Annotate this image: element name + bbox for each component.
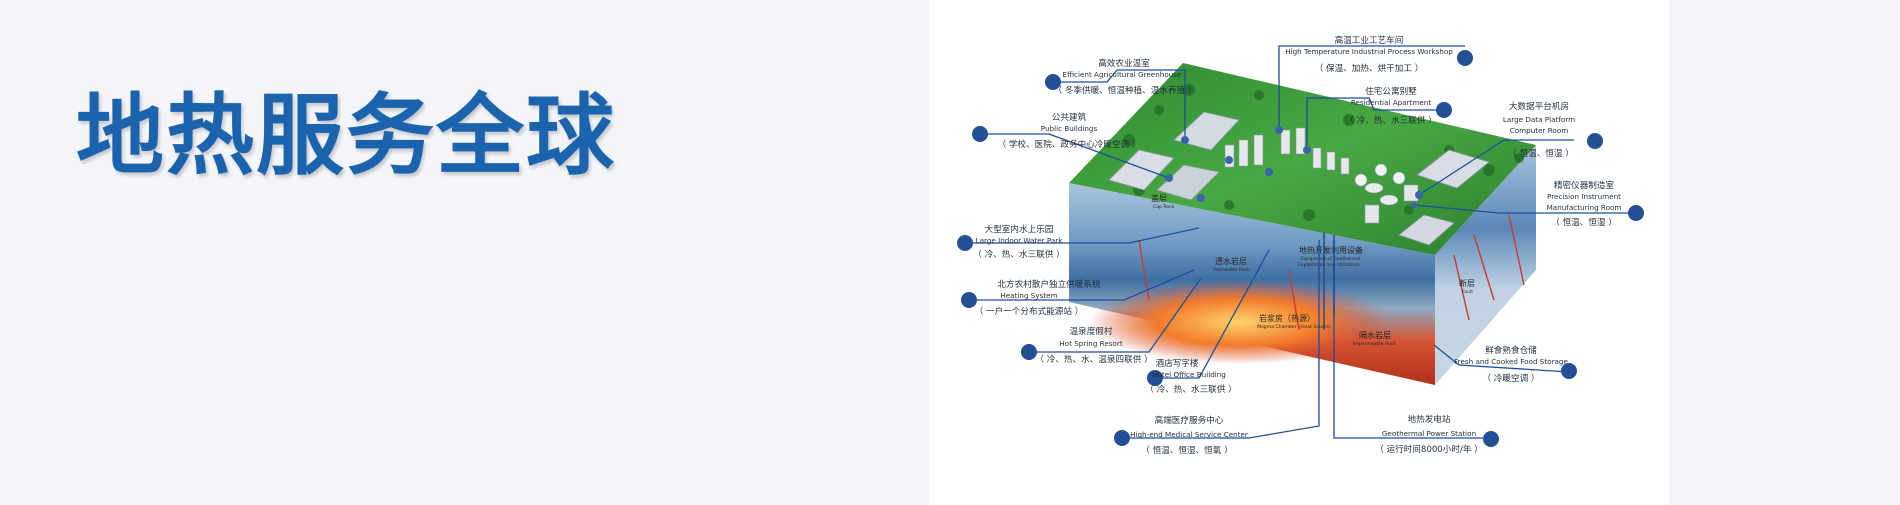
svg-text:Cap Rock: Cap Rock bbox=[1153, 204, 1175, 210]
svg-text:高效农业温室: 高效农业温室 bbox=[1098, 57, 1150, 69]
swim-icon bbox=[957, 235, 973, 251]
svg-text:（ 恒温、恒湿 ）: （ 恒温、恒湿 ） bbox=[1508, 147, 1574, 159]
svg-text:温泉度假村: 温泉度假村 bbox=[1070, 325, 1113, 337]
svg-text:Permeable Rock: Permeable Rock bbox=[1213, 267, 1250, 273]
svg-text:（ 一户一个分布式能源站 ）: （ 一户一个分布式能源站 ） bbox=[975, 305, 1084, 317]
fault-lines bbox=[1138, 214, 1525, 331]
svg-text:Exploitation and Utilization: Exploitation and Utilization bbox=[1298, 262, 1360, 268]
building-icon bbox=[972, 126, 988, 142]
svg-text:Impermeable Rock: Impermeable Rock bbox=[1353, 341, 1396, 347]
hospital-icon bbox=[1114, 430, 1130, 446]
svg-text:隔水岩层: 隔水岩层 bbox=[1359, 330, 1391, 340]
svg-text:（ 冷、热、水、温泉四联供 ）: （ 冷、热、水、温泉四联供 ） bbox=[1035, 353, 1152, 365]
svg-text:Magma Chamber（Heat Source）: Magma Chamber（Heat Source） bbox=[1257, 324, 1334, 330]
layer-cap-rock: 盖层 Cap Rock bbox=[1151, 193, 1175, 210]
svg-text:（ 冬季供暖、恒温种植、温水养殖 ）: （ 冬季供暖、恒温种植、温水养殖 ） bbox=[1054, 84, 1197, 96]
svg-text:Efficient Agricultural Greenho: Efficient Agricultural Greenhouse bbox=[1063, 70, 1182, 79]
callout-greenhouse: 高效农业温室 Efficient Agricultural Greenhouse… bbox=[1045, 57, 1196, 140]
leaf-icon bbox=[1045, 74, 1061, 90]
ground-block-right-face bbox=[1435, 145, 1536, 385]
callout-water-park: 大型室内水上乐园 Large Indoor Water Park （ 冷、热、水… bbox=[957, 223, 1200, 260]
svg-text:Large Data Platform: Large Data Platform bbox=[1503, 115, 1575, 124]
svg-text:Geothermal Power Station: Geothermal Power Station bbox=[1382, 429, 1476, 438]
callout-public-buildings: 公共建筑 Public Buildings （ 学校、医院、政务中心冷暖空调 ） bbox=[972, 111, 1170, 179]
callout-residential: 住宅公寓别墅 Residential Apartment （ 冷、热、水三联供 … bbox=[1306, 85, 1452, 150]
svg-text:鲜食熟食仓储: 鲜食熟食仓储 bbox=[1485, 344, 1537, 356]
svg-text:地热发电站: 地热发电站 bbox=[1408, 413, 1451, 425]
svg-text:高端医疗服务中心: 高端医疗服务中心 bbox=[1155, 414, 1224, 426]
svg-text:High-end Medical Service Cente: High-end Medical Service Center bbox=[1130, 430, 1248, 439]
svg-text:精密仪器制造室: 精密仪器制造室 bbox=[1554, 179, 1615, 191]
ground-block-top-face bbox=[1069, 63, 1536, 255]
svg-text:大型室内水上乐园: 大型室内水上乐园 bbox=[985, 223, 1054, 235]
svg-text:高温工业工艺车间: 高温工业工艺车间 bbox=[1335, 34, 1404, 46]
svg-text:大数据平台机房: 大数据平台机房 bbox=[1509, 100, 1569, 112]
svg-text:Residential Apartment: Residential Apartment bbox=[1351, 98, 1432, 107]
svg-text:（ 保温、加热、烘干加工 ）: （ 保温、加热、烘干加工 ） bbox=[1315, 62, 1424, 74]
magma-chamber bbox=[1089, 280, 1389, 364]
svg-text:岩浆房（热源）: 岩浆房（热源） bbox=[1259, 313, 1315, 323]
geothermal-diagram-panel: 盖层 Cap Rock 透水岩层 Permeable Rock 地热开发利用设备… bbox=[929, 0, 1669, 505]
svg-text:Manufacturing Room: Manufacturing Room bbox=[1547, 203, 1622, 212]
callout-hot-spring-resort: 温泉度假村 Hot Spring Resort （ 冷、热、水、温泉四联供 ） bbox=[1021, 277, 1202, 365]
svg-text:住宅公寓别墅: 住宅公寓别墅 bbox=[1365, 85, 1417, 97]
svg-text:Hot Spring Resort: Hot Spring Resort bbox=[1059, 339, 1123, 348]
svg-text:酒店写字楼: 酒店写字楼 bbox=[1156, 357, 1199, 369]
server-icon bbox=[1587, 133, 1603, 149]
office-icon bbox=[1147, 370, 1163, 386]
svg-text:Heating System: Heating System bbox=[1000, 291, 1057, 300]
svg-text:Equipment of Geothermal: Equipment of Geothermal bbox=[1301, 256, 1360, 262]
svg-text:（ 恒温、恒湿 ）: （ 恒温、恒湿 ） bbox=[1551, 216, 1617, 228]
callout-heating-system: 北方农村散户独立供暖系统 Heating System （ 一户一个分布式能源站… bbox=[961, 269, 1195, 317]
svg-text:High Temperature Industrial Pr: High Temperature Industrial Process Work… bbox=[1285, 47, 1453, 56]
svg-text:盖层: 盖层 bbox=[1151, 193, 1167, 203]
layer-permeable-rock: 透水岩层 Permeable Rock bbox=[1213, 256, 1250, 273]
svg-text:Public Buildings: Public Buildings bbox=[1041, 124, 1098, 133]
svg-text:断层: 断层 bbox=[1459, 278, 1475, 288]
home-icon bbox=[1436, 102, 1452, 118]
callout-precision-instrument: 精密仪器制造室 Precision Instrument Manufacturi… bbox=[1413, 179, 1644, 228]
svg-text:（ 运行时间8000小时/年 ）: （ 运行时间8000小时/年 ） bbox=[1375, 443, 1483, 455]
svg-text:Fault: Fault bbox=[1462, 289, 1473, 295]
callout-medical-center: 高端医疗服务中心 High-end Medical Service Center… bbox=[1114, 240, 1320, 456]
callout-hotel-office: 酒店写字楼 Hotel Office Building （ 冷、热、水三联供 ） bbox=[1145, 249, 1270, 395]
layer-equipment: 地热开发利用设备 Equipment of Geothermal Exploit… bbox=[1298, 245, 1363, 268]
house-icon bbox=[961, 292, 977, 308]
connection-dots bbox=[1165, 126, 1423, 208]
svg-text:Large Indoor Water Park: Large Indoor Water Park bbox=[976, 236, 1064, 245]
geothermal-diagram: 盖层 Cap Rock 透水岩层 Permeable Rock 地热开发利用设备… bbox=[957, 34, 1644, 456]
svg-text:（ 冷、热、水三联供 ）: （ 冷、热、水三联供 ） bbox=[1145, 383, 1236, 395]
power-plant-icon bbox=[1483, 431, 1499, 447]
callout-data-platform: 大数据平台机房 Large Data Platform Computer Roo… bbox=[1418, 100, 1603, 196]
svg-text:地热开发利用设备: 地热开发利用设备 bbox=[1299, 245, 1363, 255]
svg-text:Hotel Office Building: Hotel Office Building bbox=[1152, 370, 1226, 379]
beach-umbrella-icon bbox=[1021, 344, 1037, 360]
callout-food-storage: 鲜食熟食仓储 Fresh and Cooked Food Storage （ 冷… bbox=[1433, 344, 1577, 384]
svg-text:Fresh and Cooked Food Storage: Fresh and Cooked Food Storage bbox=[1454, 357, 1568, 366]
layer-fault: 断层 Fault bbox=[1459, 278, 1475, 295]
factory-icon bbox=[1457, 50, 1473, 66]
svg-text:公共建筑: 公共建筑 bbox=[1052, 111, 1087, 123]
svg-text:透水岩层: 透水岩层 bbox=[1215, 256, 1247, 266]
callout-power-station: 地热发电站 Geothermal Power Station （ 运行时间800… bbox=[1333, 240, 1499, 455]
warehouse-icon bbox=[1561, 363, 1577, 379]
svg-text:（ 冷、热、水三联供 ）: （ 冷、热、水三联供 ） bbox=[973, 248, 1064, 260]
layer-impermeable-rock: 隔水岩层 Impermeable Rock bbox=[1353, 330, 1396, 347]
page-title: 地热服务全球 bbox=[76, 84, 617, 187]
svg-text:Precision Instrument: Precision Instrument bbox=[1547, 192, 1621, 201]
svg-text:（ 学校、医院、政务中心冷暖空调 ）: （ 学校、医院、政务中心冷暖空调 ） bbox=[998, 138, 1141, 150]
svg-text:（ 恒温、恒湿、恒氧 ）: （ 恒温、恒湿、恒氧 ） bbox=[1141, 444, 1232, 456]
svg-text:北方农村散户独立供暖系统: 北方农村散户独立供暖系统 bbox=[997, 278, 1101, 290]
buildings-cluster bbox=[1108, 111, 1490, 246]
tools-icon bbox=[1628, 205, 1644, 221]
svg-text:Computer Room: Computer Room bbox=[1510, 126, 1568, 135]
callout-industrial-workshop: 高温工业工艺车间 High Temperature Industrial Pro… bbox=[1278, 34, 1473, 130]
layer-magma-chamber: 岩浆房（热源） Magma Chamber（Heat Source） bbox=[1257, 313, 1334, 330]
svg-text:（ 冷、热、水三联供 ）: （ 冷、热、水三联供 ） bbox=[1345, 114, 1436, 126]
svg-text:（ 冷暖空调 ）: （ 冷暖空调 ） bbox=[1482, 372, 1539, 384]
